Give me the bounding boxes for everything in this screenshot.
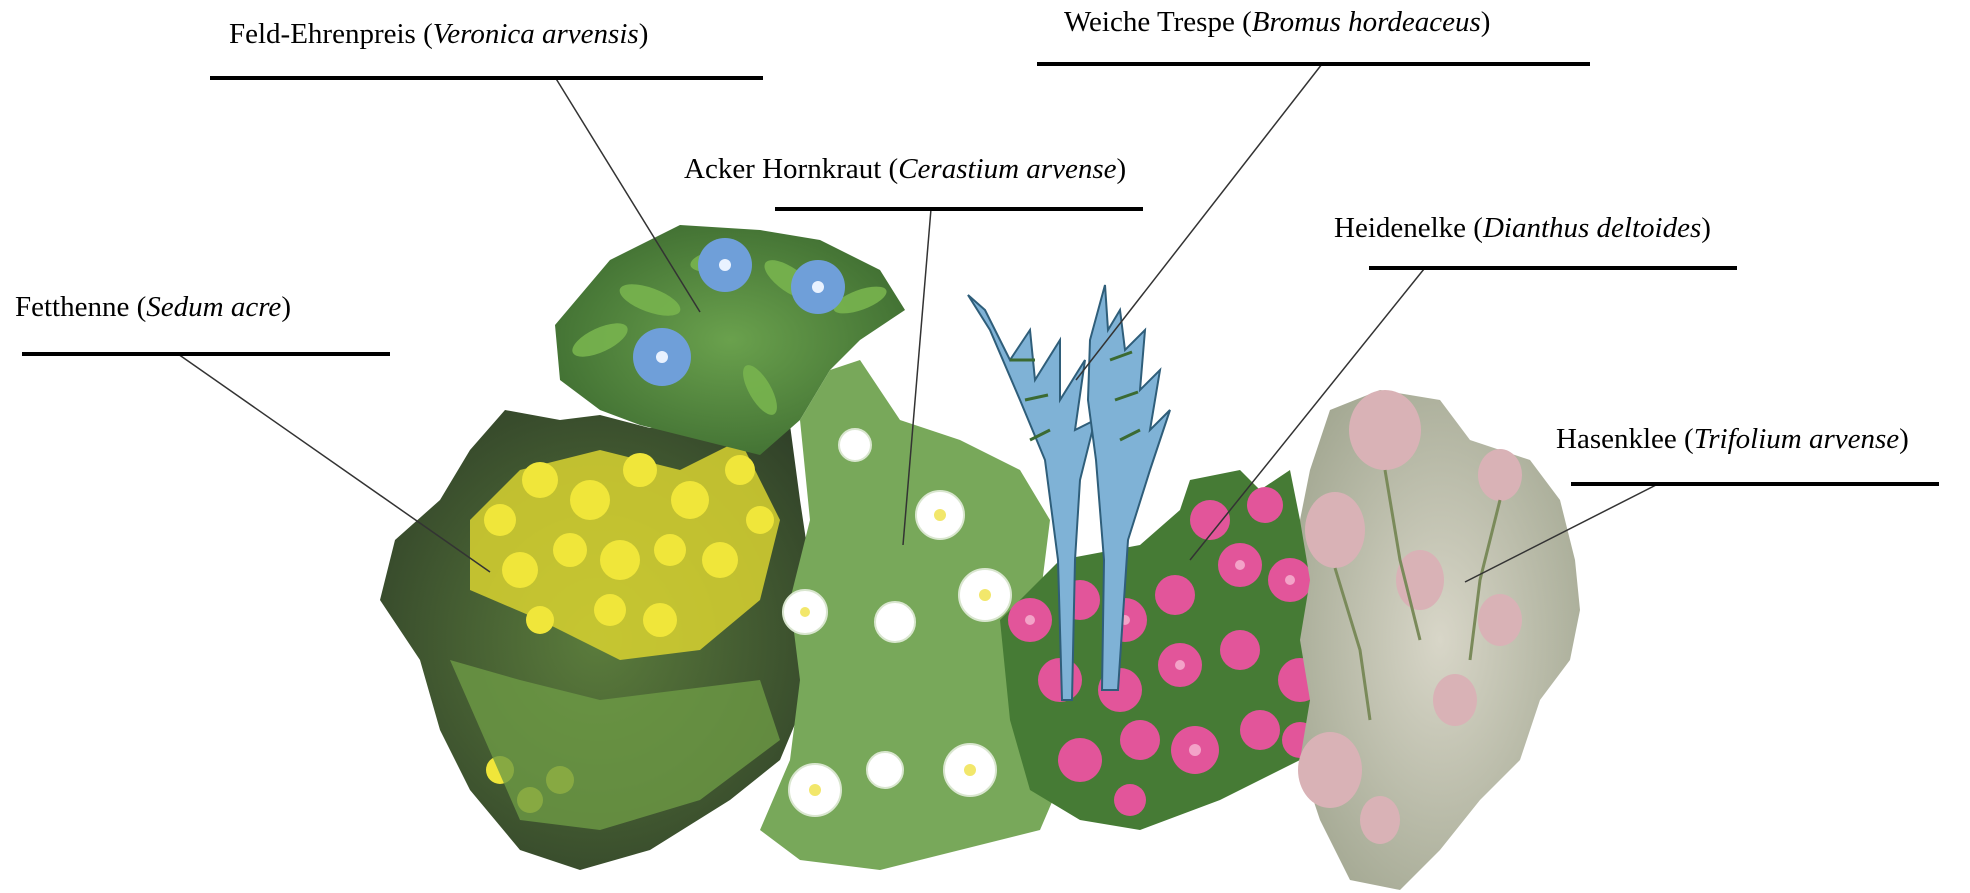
leader-line-weiche-trespe (1076, 64, 1322, 380)
label-underline-fetthenne (22, 352, 390, 356)
sedum-acre-patch (380, 410, 815, 870)
label-latin-name: Dianthus deltoides (1483, 212, 1701, 244)
label-underline-hasenklee (1571, 482, 1939, 486)
label-common-name: Acker Hornkraut (684, 153, 881, 185)
label-underline-acker-hornkraut (775, 207, 1143, 211)
label-common-name: Feld-Ehrenpreis (229, 18, 416, 50)
label-acker-hornkraut: Acker Hornkraut (Cerastium arvense) (684, 155, 1126, 184)
label-common-name: Fetthenne (15, 291, 129, 323)
label-latin-name: Bromus hordeaceus (1252, 6, 1481, 38)
label-common-name: Weiche Trespe (1064, 6, 1235, 38)
label-underline-feld-ehrenpreis (210, 76, 763, 80)
trifolium-arvense-patch (1298, 390, 1580, 890)
label-hasenklee: Hasenklee (Trifolium arvense) (1556, 425, 1909, 454)
label-common-name: Hasenklee (1556, 423, 1677, 455)
label-latin-name: Sedum acre (146, 291, 281, 323)
label-underline-heidenelke (1369, 266, 1737, 270)
label-heidenelke: Heidenelke (Dianthus deltoides) (1334, 214, 1711, 243)
label-underline-weiche-trespe (1037, 62, 1590, 66)
label-feld-ehrenpreis: Feld-Ehrenpreis (Veronica arvensis) (229, 20, 648, 49)
label-common-name: Heidenelke (1334, 212, 1466, 244)
label-latin-name: Trifolium arvense (1694, 423, 1899, 455)
label-fetthenne: Fetthenne (Sedum acre) (15, 293, 291, 322)
label-latin-name: Cerastium arvense (898, 153, 1116, 185)
leader-line-fetthenne (178, 354, 490, 572)
label-weiche-trespe: Weiche Trespe (Bromus hordeaceus) (1064, 8, 1490, 37)
label-latin-name: Veronica arvensis (433, 18, 639, 50)
